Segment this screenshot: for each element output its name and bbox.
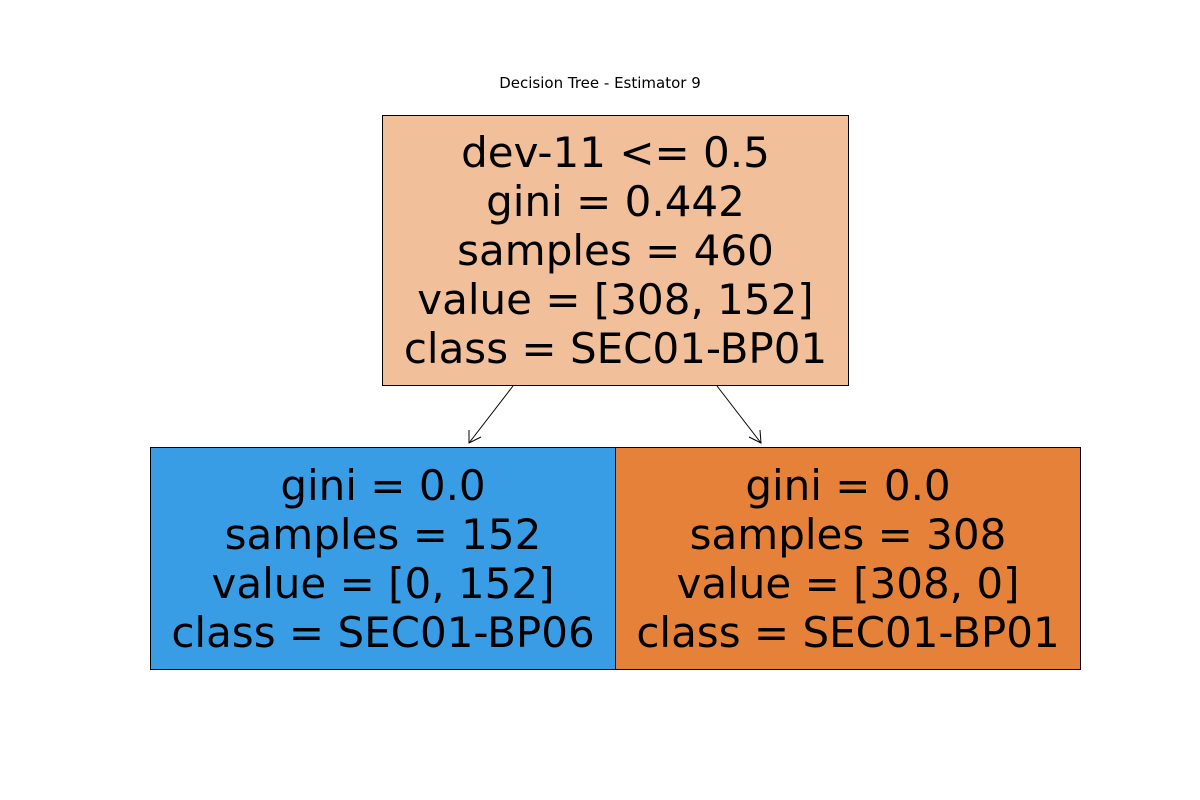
node-value: value = [308, 0] bbox=[676, 558, 1020, 608]
node-class: class = SEC01-BP01 bbox=[403, 324, 828, 373]
edge-root-to-left bbox=[468, 385, 514, 444]
node-samples: samples = 460 bbox=[457, 226, 774, 275]
tree-node-root: dev-11 <= 0.5 gini = 0.442 samples = 460… bbox=[382, 115, 849, 386]
tree-node-left-leaf: gini = 0.0 samples = 152 value = [0, 152… bbox=[150, 447, 616, 670]
node-gini: gini = 0.0 bbox=[280, 460, 486, 510]
diagram-title: Decision Tree - Estimator 9 bbox=[499, 74, 701, 92]
node-gini: gini = 0.0 bbox=[745, 460, 951, 510]
node-gini: gini = 0.442 bbox=[486, 177, 745, 226]
edge-root-to-right bbox=[716, 385, 762, 444]
node-class: class = SEC01-BP01 bbox=[636, 607, 1060, 657]
node-split-rule: dev-11 <= 0.5 bbox=[461, 128, 770, 177]
tree-node-right-leaf: gini = 0.0 samples = 308 value = [308, 0… bbox=[615, 447, 1081, 670]
node-value: value = [0, 152] bbox=[211, 558, 555, 608]
node-value: value = [308, 152] bbox=[417, 275, 814, 324]
node-samples: samples = 152 bbox=[224, 509, 542, 559]
node-samples: samples = 308 bbox=[689, 509, 1007, 559]
node-class: class = SEC01-BP06 bbox=[171, 607, 595, 657]
